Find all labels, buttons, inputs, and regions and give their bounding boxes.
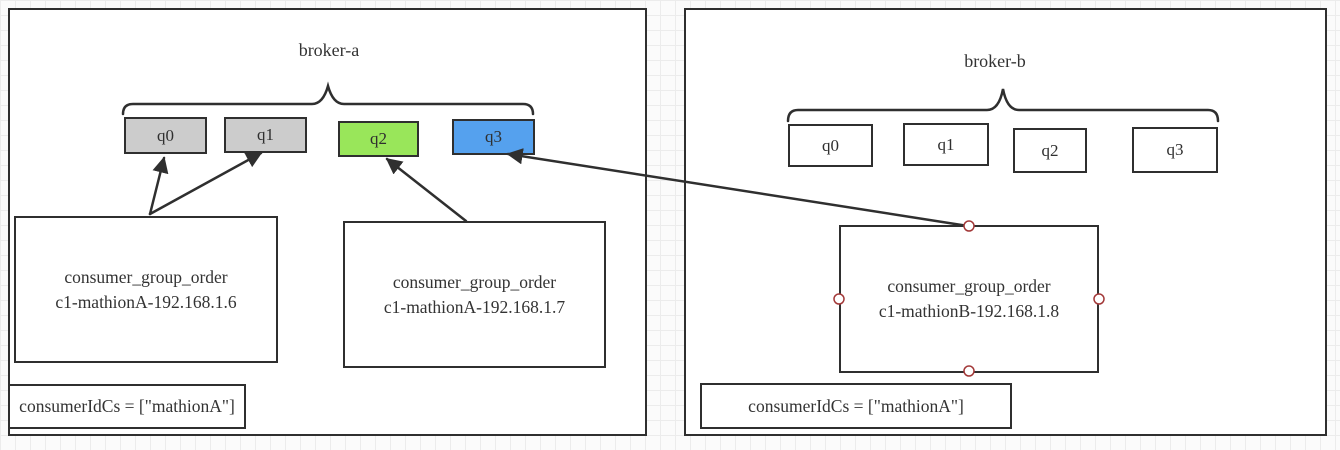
broker-a-queue-q1[interactable]: q1 [224, 117, 307, 153]
broker-b-queue-q1[interactable]: q1 [903, 123, 989, 166]
consumer-instance-id: c1-mathionB-192.168.1.8 [878, 301, 1060, 321]
broker-a-queue-q3[interactable]: q3 [452, 119, 535, 155]
broker-b-queue-q3[interactable]: q3 [1132, 127, 1218, 173]
consumer-box-mathionA-6[interactable]: consumer_group_order c1-mathionA-192.168… [14, 216, 278, 363]
consumer-instance-id: c1-mathionA-192.168.1.6 [55, 291, 237, 312]
consumer-instance-id: c1-mathionA-192.168.1.7 [383, 296, 566, 317]
broker-b-config-box[interactable]: consumerIdCs = ["mathionA"] [700, 383, 1012, 429]
consumer-box-mathionA-7[interactable]: consumer_group_order c1-mathionA-192.168… [343, 221, 606, 368]
queue-label: q1 [937, 134, 955, 154]
queue-label: q2 [1041, 140, 1059, 160]
broker-b-queue-q0[interactable]: q0 [788, 124, 873, 167]
consumer-idcs-label: consumerIdCs = ["mathionA"] [19, 396, 235, 416]
queue-label: q3 [1166, 140, 1184, 159]
queue-label: q1 [257, 125, 274, 144]
broker-a-queue-q2[interactable]: q2 [338, 121, 419, 157]
broker-b-queue-q2[interactable]: q2 [1013, 128, 1087, 173]
queue-label: q3 [485, 127, 502, 146]
broker-a-config-box[interactable]: consumerIdCs = ["mathionA"] [8, 384, 246, 429]
broker-a-queue-q0[interactable]: q0 [124, 117, 207, 154]
consumer-box-mathionB-8[interactable]: consumer_group_order c1-mathionB-192.168… [839, 225, 1099, 373]
queue-label: q0 [157, 125, 174, 145]
consumer-idcs-label: consumerIdCs = ["mathionA"] [748, 395, 964, 416]
queue-label: q0 [822, 135, 839, 155]
queue-label: q2 [370, 129, 387, 148]
broker-a-title: broker-a [298, 40, 360, 60]
broker-b-title: broker-b [964, 51, 1026, 71]
consumer-group-name: consumer_group_order [887, 276, 1051, 296]
consumer-group-name: consumer_group_order [64, 266, 228, 287]
consumer-group-name: consumer_group_order [392, 271, 557, 292]
